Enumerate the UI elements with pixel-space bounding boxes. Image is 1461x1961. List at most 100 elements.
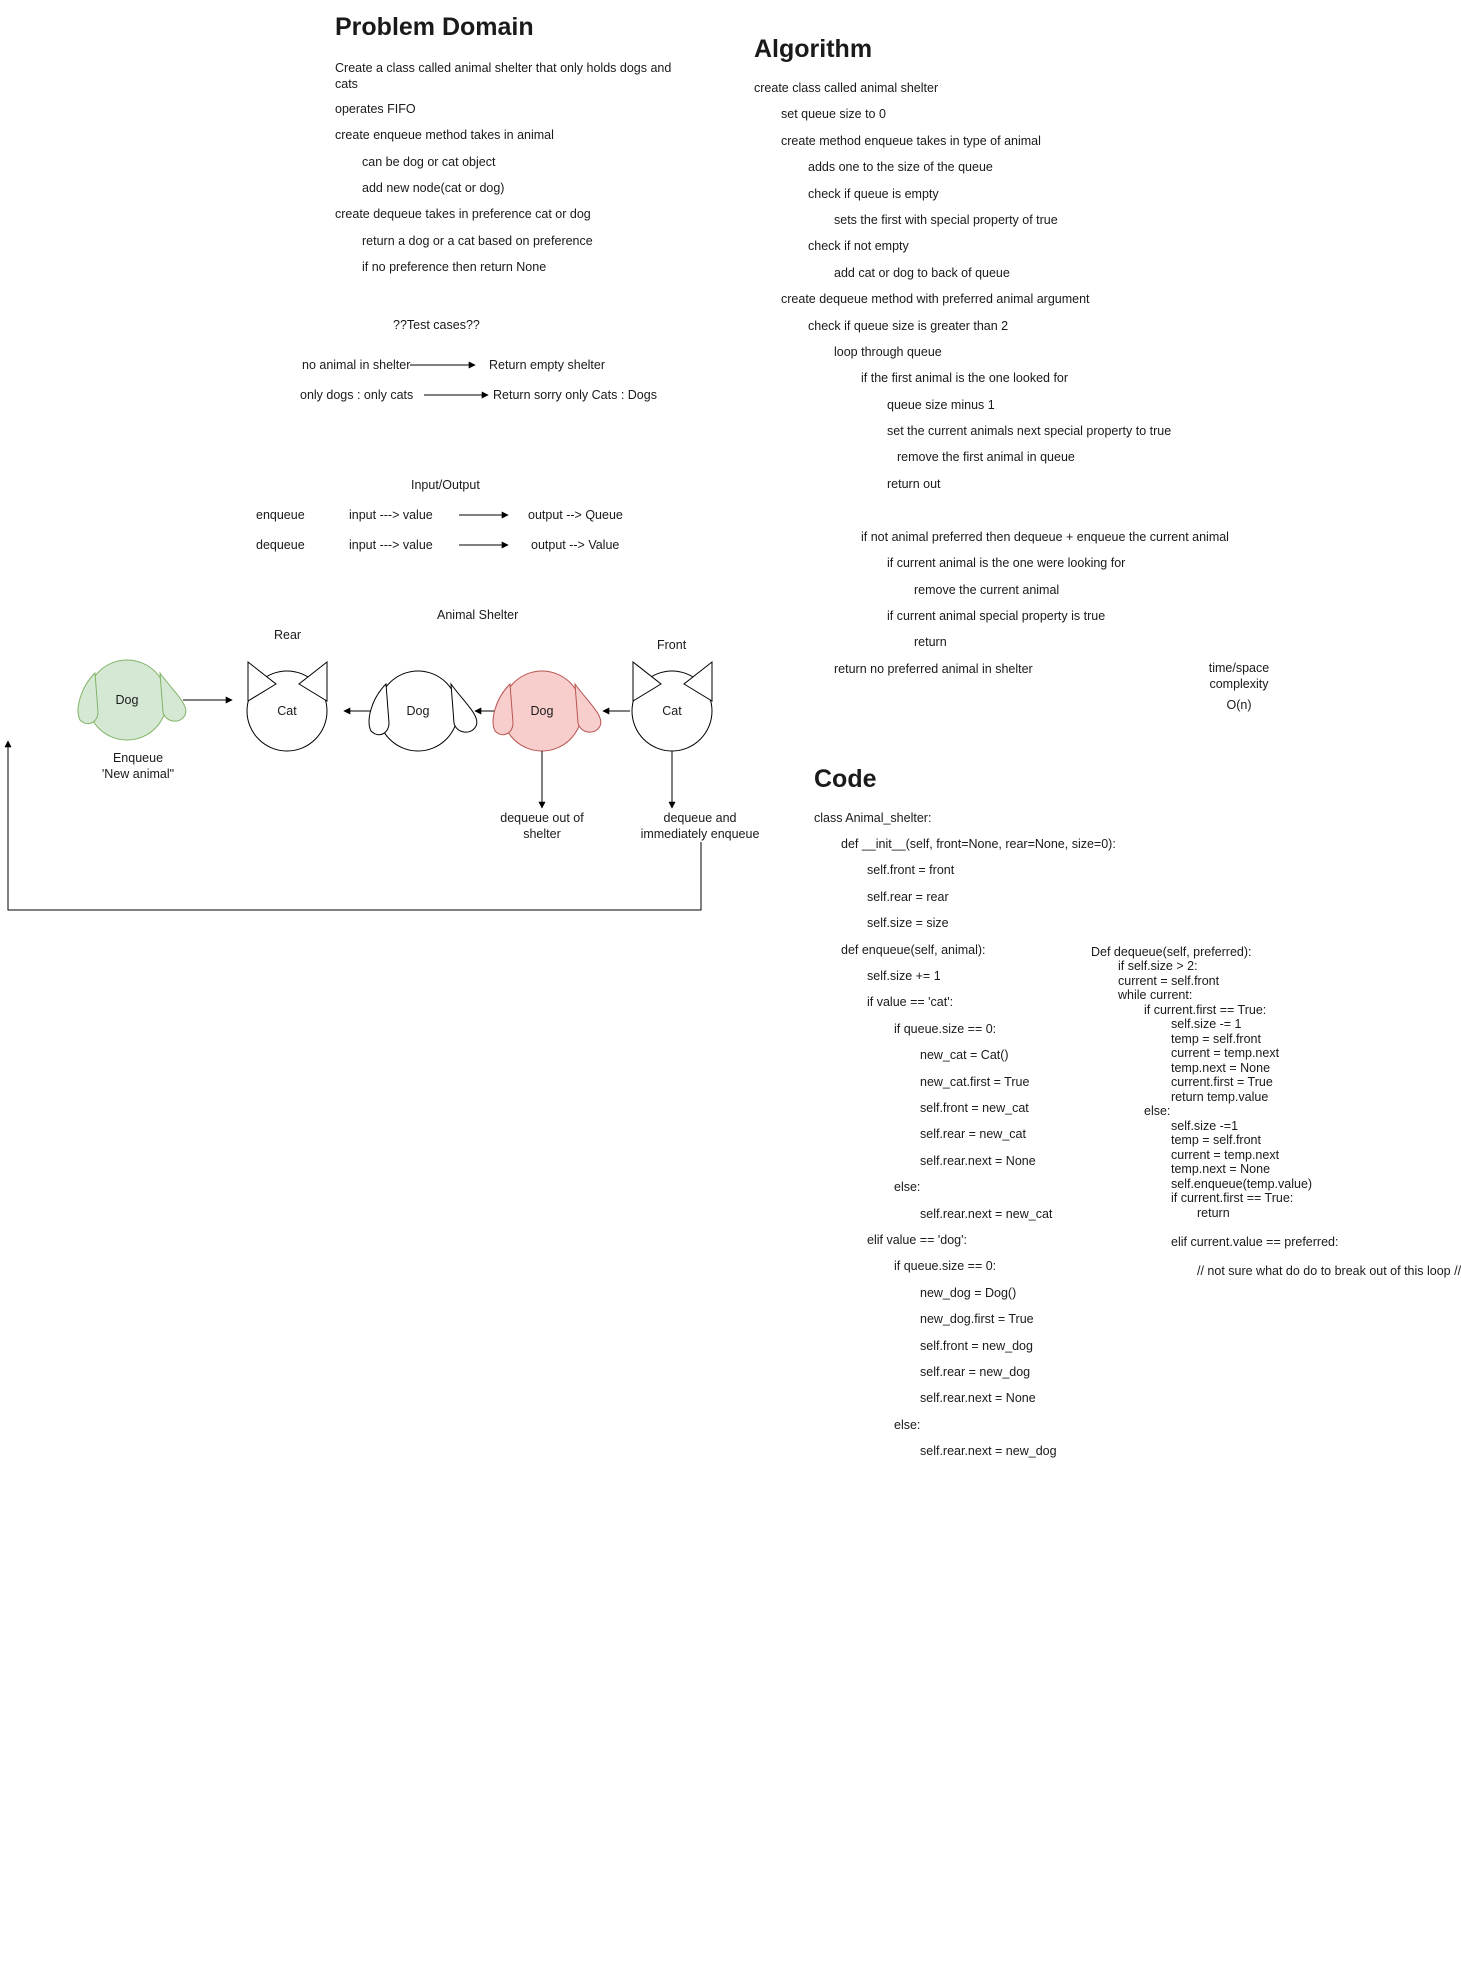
- pd-line: return a dog or a cat based on preferenc…: [362, 234, 593, 248]
- algo-line: queue size minus 1: [887, 398, 995, 412]
- code-line: self.rear = new_dog: [920, 1365, 1031, 1379]
- algo-line: loop through queue: [834, 345, 942, 359]
- dq-line: if current.first == True:: [1144, 1003, 1267, 1017]
- test-case-output: Return empty shelter: [489, 358, 606, 372]
- shelter-title: Animal Shelter: [437, 608, 519, 622]
- dequeue-out-label: dequeue out of shelter: [500, 811, 584, 841]
- io-title: Input/Output: [411, 478, 480, 492]
- algo-line: return out: [887, 477, 941, 491]
- rear-label: Rear: [274, 628, 302, 642]
- re-enqueue-loop: [4, 740, 702, 911]
- code-line: new_cat.first = True: [920, 1075, 1030, 1089]
- code-line: class Animal_shelter:: [814, 811, 932, 825]
- dq-line: // not sure what do do to break out of t…: [1197, 1264, 1461, 1278]
- dq-line: if self.size > 2:: [1118, 959, 1198, 973]
- dq-line: self.size -=1: [1171, 1119, 1239, 1133]
- algo-line: if current animal is the one were lookin…: [887, 556, 1126, 570]
- algo-line: return no preferred animal in shelter: [834, 662, 1033, 676]
- code-line: if queue.size == 0:: [894, 1022, 997, 1036]
- algo-line: remove the first animal in queue: [897, 450, 1075, 464]
- algo-line: create dequeue method with preferred ani…: [781, 292, 1090, 306]
- dq-line: return temp.value: [1171, 1090, 1269, 1104]
- dq-line: while current:: [1118, 988, 1193, 1002]
- io-input: input ---> value: [349, 508, 433, 522]
- algo-line: return: [914, 635, 947, 649]
- dq-line: temp.next = None: [1171, 1061, 1271, 1075]
- pd-line: create dequeue takes in preference cat o…: [335, 207, 591, 221]
- algo-line: check if not empty: [808, 239, 909, 253]
- dq-line: self.enqueue(temp.value): [1171, 1177, 1313, 1191]
- queue-label: Cat: [277, 704, 297, 718]
- code-line: if value == 'cat':: [867, 995, 954, 1009]
- algo-line: if not animal preferred then dequeue + e…: [861, 530, 1229, 544]
- code-line: self.rear.next = new_dog: [920, 1444, 1057, 1458]
- dq-line: temp.next = None: [1171, 1162, 1271, 1176]
- code-line: self.rear.next = None: [920, 1154, 1036, 1168]
- queue-cat-rear: Cat: [246, 660, 328, 752]
- queue-label: Dog: [407, 704, 430, 718]
- dq-line: temp = self.front: [1171, 1133, 1261, 1147]
- io-output: output --> Value: [531, 538, 620, 552]
- code-line: elif value == 'dog':: [867, 1233, 967, 1247]
- code-line: new_dog.first = True: [920, 1312, 1034, 1326]
- dq-line: temp = self.front: [1171, 1032, 1261, 1046]
- pd-line: if no preference then return None: [362, 260, 547, 274]
- algo-line: adds one to the size of the queue: [808, 160, 993, 174]
- queue-cat-front: Cat: [631, 660, 713, 752]
- queue-dog-dequeued: Dog: [492, 670, 602, 752]
- io-method: enqueue: [256, 508, 305, 522]
- algo-line: sets the first with special property of …: [834, 213, 1058, 227]
- code-line: def enqueue(self, animal):: [841, 943, 986, 957]
- dq-line: Def dequeue(self, preferred):: [1091, 945, 1252, 959]
- test-cases-title: ??Test cases??: [393, 318, 480, 332]
- code-line: self.front = new_dog: [920, 1339, 1033, 1353]
- code-line: def __init__(self, front=None, rear=None…: [841, 837, 1116, 851]
- io-method: dequeue: [256, 538, 305, 552]
- queue-label: Cat: [662, 704, 682, 718]
- code-line: self.front = front: [867, 863, 955, 877]
- algo-line: set the current animals next special pro…: [887, 424, 1172, 438]
- pd-line: create enqueue method takes in animal: [335, 128, 554, 142]
- queue-dog: Dog: [368, 670, 478, 752]
- algo-line: create method enqueue takes in type of a…: [781, 134, 1041, 148]
- code-title: Code: [814, 765, 877, 793]
- complexity-value: O(n): [1226, 698, 1252, 712]
- test-case-input: only dogs : only cats: [300, 388, 414, 402]
- algo-line: if current animal special property is tr…: [887, 609, 1106, 623]
- dq-line: self.size -= 1: [1171, 1017, 1242, 1031]
- pd-line: Create a class called animal shelter tha…: [335, 61, 672, 91]
- code-line: new_dog = Dog(): [920, 1286, 1017, 1300]
- code-line: self.front = new_cat: [920, 1101, 1029, 1115]
- algo-line: check if queue size is greater than 2: [808, 319, 1009, 333]
- algorithm-title: Algorithm: [754, 35, 873, 63]
- dequeue-enqueue-label: dequeue and immediately enqueue: [640, 811, 760, 841]
- dq-line: current = temp.next: [1171, 1046, 1280, 1060]
- algo-line: remove the current animal: [914, 583, 1060, 597]
- dq-line: else:: [1144, 1104, 1171, 1118]
- code-line: self.rear = rear: [867, 890, 949, 904]
- enqueue-caption: Enqueue 'New animal": [101, 751, 175, 781]
- code-line: new_cat = Cat(): [920, 1048, 1009, 1062]
- algo-line: if the first animal is the one looked fo…: [861, 371, 1069, 385]
- io-output: output --> Queue: [528, 508, 623, 522]
- queue-label: Dog: [531, 704, 554, 718]
- code-line: if queue.size == 0:: [894, 1259, 997, 1273]
- code-line: else:: [894, 1180, 921, 1194]
- code-line: self.rear = new_cat: [920, 1127, 1026, 1141]
- new-animal-label: Dog: [116, 693, 139, 707]
- new-animal-dog: Dog: [77, 659, 187, 741]
- pd-line: add new node(cat or dog): [362, 181, 505, 195]
- dq-line: return: [1197, 1206, 1230, 1220]
- io-input: input ---> value: [349, 538, 433, 552]
- dq-line: elif current.value == preferred:: [1171, 1235, 1339, 1249]
- test-case-input: no animal in shelter: [302, 358, 411, 372]
- code-line: self.size = size: [867, 916, 949, 930]
- code-line: self.size += 1: [867, 969, 941, 983]
- problem-domain-title: Problem Domain: [335, 13, 534, 41]
- code-line: self.rear.next = None: [920, 1391, 1036, 1405]
- front-label: Front: [657, 638, 687, 652]
- dq-line: if current.first == True:: [1171, 1191, 1294, 1205]
- code-line: self.rear.next = new_cat: [920, 1207, 1053, 1221]
- dq-line: current = self.front: [1118, 974, 1220, 988]
